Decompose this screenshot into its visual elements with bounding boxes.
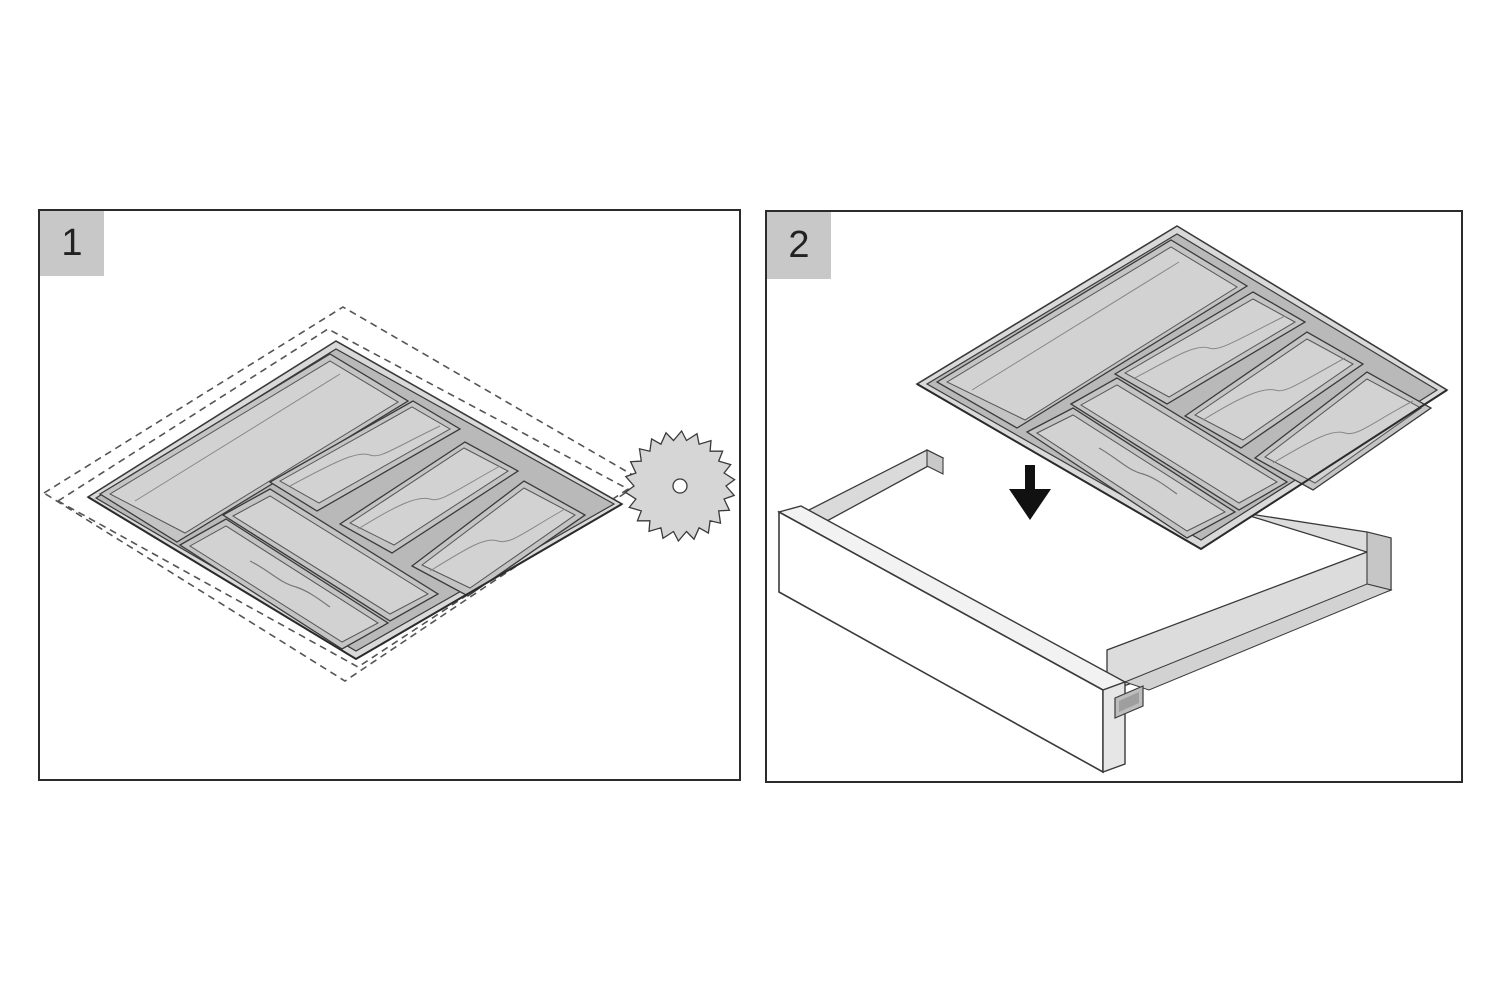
tray-compartment — [268, 400, 462, 512]
tray-compartment — [98, 353, 410, 543]
cutlery-tray — [86, 340, 624, 661]
insert-tray-illustration — [777, 225, 1449, 774]
tray-compartment — [410, 480, 587, 597]
tray-compartment — [1025, 407, 1237, 539]
saw-blade-icon — [624, 429, 736, 543]
step-number-badge: 2 — [767, 212, 831, 279]
tray-compartment — [1113, 291, 1307, 405]
tray-compartment — [1253, 371, 1433, 491]
step-2-panel: 2 — [765, 210, 1463, 783]
cutlery-tray — [915, 225, 1449, 551]
tray-compartment — [178, 518, 390, 650]
tray-compartment — [221, 488, 440, 622]
step-1-panel: 1 — [38, 209, 741, 781]
tray-compartment — [1183, 331, 1365, 449]
drawer — [777, 449, 1393, 774]
latch-icon — [1114, 685, 1144, 719]
down-arrow-icon — [1009, 465, 1051, 520]
trim-tray-illustration — [42, 306, 736, 682]
tray-compartment — [338, 441, 520, 554]
step-number-badge: 1 — [40, 211, 104, 276]
tray-compartment — [1069, 377, 1289, 511]
tray-compartment — [935, 239, 1249, 429]
